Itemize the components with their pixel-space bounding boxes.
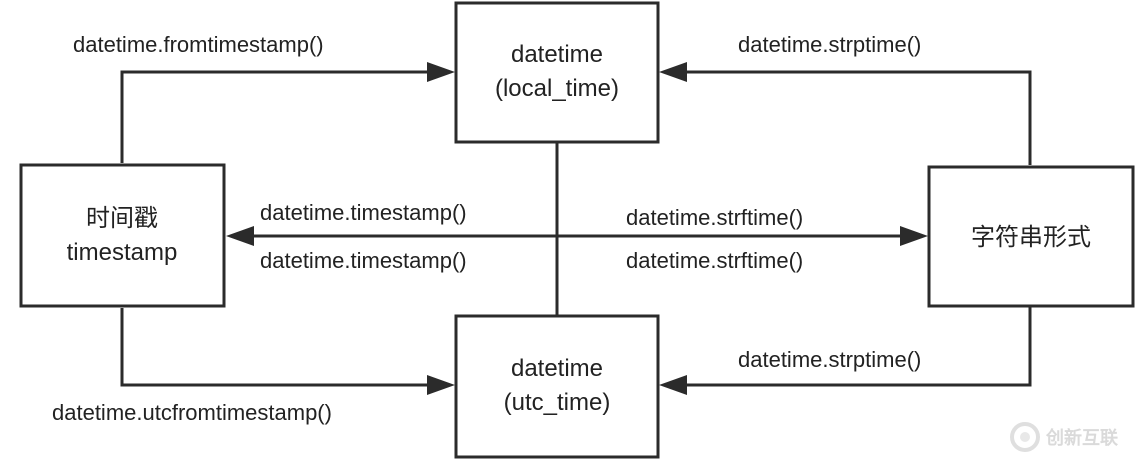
node-string-line1: 字符串形式	[971, 224, 1091, 251]
edge-timestamp-utc-label: datetime.timestamp()	[260, 248, 467, 273]
node-local-line2: (local_time)	[495, 75, 619, 102]
watermark-text: 创新互联	[1045, 427, 1118, 449]
node-timestamp-box	[19, 163, 226, 308]
node-timestamp-line2: timestamp	[67, 239, 178, 266]
edge-strptime-local-arrowhead	[659, 62, 687, 82]
node-local-time-box	[454, 1, 660, 144]
watermark-logo-icon	[1010, 422, 1040, 452]
edge-fromtimestamp-arrowhead	[427, 62, 455, 82]
node-local-line1: datetime	[511, 41, 603, 68]
node-timestamp-line1: 时间戳	[86, 205, 158, 232]
node-utc-line1: datetime	[511, 355, 603, 382]
watermark-logo: 创新互联	[1010, 422, 1118, 452]
edge-strftime-arrowhead	[900, 226, 928, 246]
edge-strptime-local-label: datetime.strptime()	[738, 32, 921, 57]
edge-strftime-utc-label: datetime.strftime()	[626, 248, 803, 273]
edge-strftime-local-label: datetime.strftime()	[626, 205, 803, 230]
edge-timestamp-local-label: datetime.timestamp()	[260, 200, 467, 225]
node-utc-time-box	[454, 314, 660, 459]
node-string-box	[927, 165, 1135, 308]
edge-strptime-utc-arrowhead	[659, 375, 687, 395]
edge-strptime-utc-label: datetime.strptime()	[738, 347, 921, 372]
edge-utcfromtimestamp-line	[120, 308, 432, 387]
edge-utcfromtimestamp-label: datetime.utcfromtimestamp()	[52, 400, 332, 425]
edge-timestamp-arrowhead	[226, 226, 254, 246]
edge-fromtimestamp-label: datetime.fromtimestamp()	[73, 32, 324, 57]
edge-strptime-local-line	[682, 70, 1032, 165]
edge-fromtimestamp-line	[120, 70, 432, 163]
node-utc-line2: (utc_time)	[504, 389, 611, 416]
edge-strptime-utc-line	[682, 306, 1032, 387]
edge-utcfromtimestamp-arrowhead	[427, 375, 455, 395]
